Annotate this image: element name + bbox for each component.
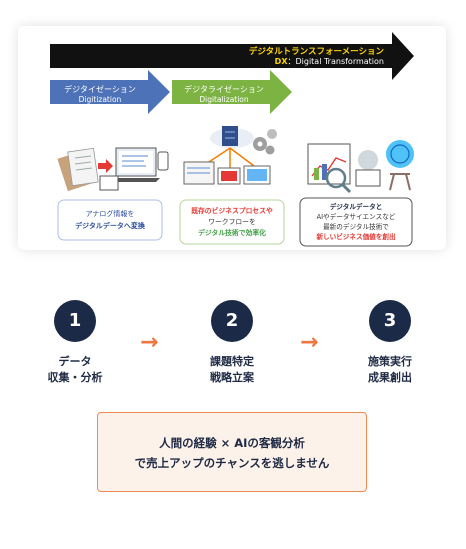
dx-desc-box xyxy=(299,197,413,247)
step-2-number: 2 xyxy=(211,300,253,342)
digitization-title: デジタイゼーション xyxy=(64,84,136,94)
step-arrow-icon: → xyxy=(300,330,319,355)
step-arrow-icon: → xyxy=(140,330,159,355)
step-1-number: 1 xyxy=(54,300,96,342)
digitization-desc-line-1: アナログ情報を xyxy=(86,209,135,218)
digitization-arrow xyxy=(50,70,170,114)
step-3-number: 3 xyxy=(369,300,411,342)
digitalization-desc-box xyxy=(179,199,285,245)
digitalization-desc-line-1: 既存のビジネスプロセスや xyxy=(191,206,273,215)
dx-arrow xyxy=(50,32,414,80)
step-1-label: データ 収集・分析 xyxy=(47,355,103,384)
digitization-desc-box xyxy=(57,199,163,241)
digitalization-arrow xyxy=(172,70,292,114)
digitalization-desc-line-3: デジタル技術で効率化 xyxy=(198,228,266,237)
document-to-device-illustration xyxy=(57,147,169,192)
server-workflow-illustration xyxy=(183,126,277,185)
step-2-label: 課題特定 戦略立案 xyxy=(210,355,254,384)
step-3: 3 施策実行 成果創出 xyxy=(335,300,445,386)
callout-line-2: で売上アップのチャンスを逃しません xyxy=(134,456,330,470)
digitization-desc-line-2: デジタルデータへ変換 xyxy=(75,221,146,230)
ai-analytics-illustration xyxy=(307,140,414,194)
digitalization-subtitle: Digitalization xyxy=(199,95,249,104)
summary-callout: 人間の経験 × AIの客観分析 で売上アップのチャンスを逃しません xyxy=(97,412,367,492)
dx-diagram: デジタルトランスフォーメーション DX：Digital Transformati… xyxy=(50,32,414,247)
callout-line-1: 人間の経験 × AIの客観分析 xyxy=(159,436,305,450)
dx-desc-line-2: AIやデータサイエンスなど xyxy=(317,212,396,221)
dx-arrow-subtitle: DX：Digital Transformation xyxy=(275,57,384,66)
step-3-label: 施策実行 成果創出 xyxy=(368,355,412,384)
dx-desc-line-1: デジタルデータと xyxy=(330,202,383,211)
dx-desc-line-3: 最新のデジタル技術で xyxy=(323,222,389,231)
dx-desc-line-4: 新しいビジネス価値を創出 xyxy=(316,232,396,241)
step-1: 1 データ 収集・分析 xyxy=(20,300,130,386)
digitization-subtitle: Digitization xyxy=(79,95,122,104)
dx-arrow-title: デジタルトランスフォーメーション xyxy=(249,46,385,57)
digitalization-title: デジタライゼーション xyxy=(184,84,264,94)
dx-diagram-card: デジタルトランスフォーメーション DX：Digital Transformati… xyxy=(18,26,446,250)
digitalization-desc-line-2: ワークフローを xyxy=(208,218,256,226)
step-2: 2 課題特定 戦略立案 xyxy=(177,300,287,386)
